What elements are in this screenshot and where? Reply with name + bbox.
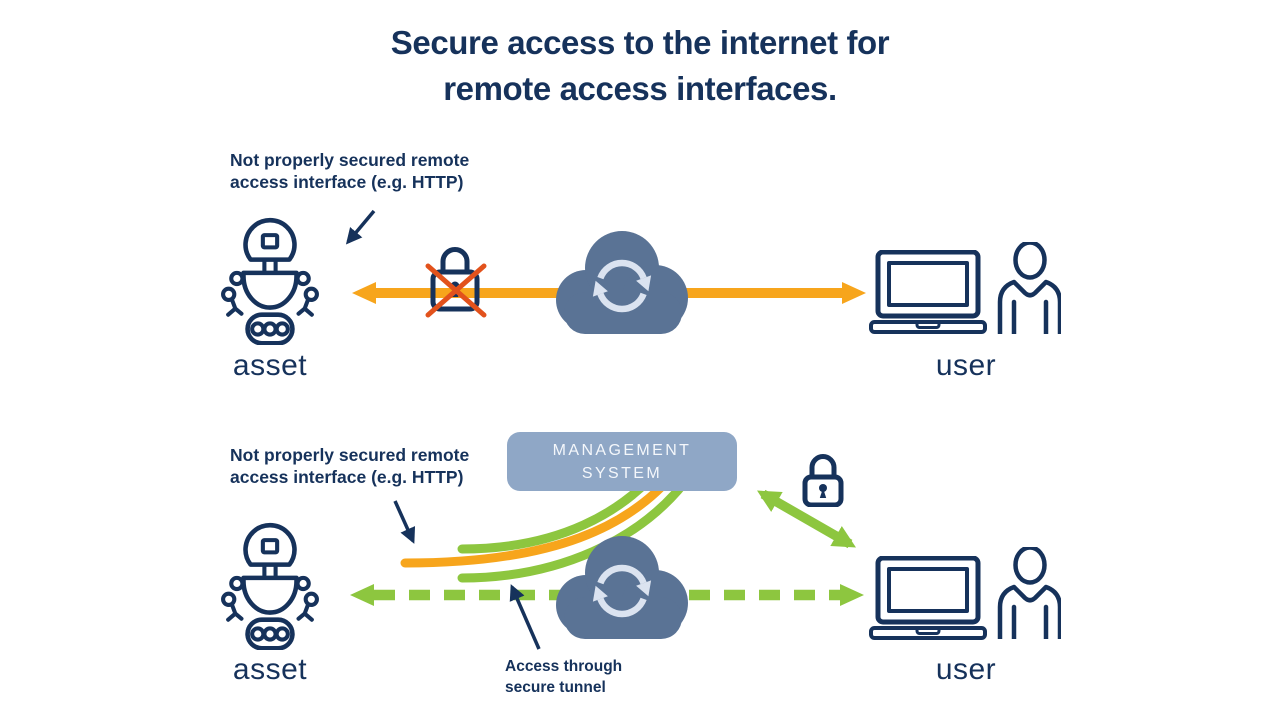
secure-tunnel-annotation-line2: secure tunnel bbox=[505, 678, 606, 696]
laptop-icon bbox=[869, 250, 987, 334]
page-title-line2: remote access interfaces. bbox=[443, 69, 837, 107]
page-title: Secure access to the internet for remote… bbox=[0, 20, 1280, 111]
management-system-box: MANAGEMENT SYSTEM bbox=[507, 432, 737, 491]
secure-tunnel-annotation: Access through secure tunnel bbox=[505, 657, 622, 699]
top-asset-label: asset bbox=[232, 349, 308, 382]
bottom-user-label: user bbox=[935, 653, 997, 686]
laptop-icon bbox=[869, 556, 987, 640]
sync-icon bbox=[592, 564, 652, 618]
cross-out-icon bbox=[425, 263, 487, 318]
person-icon bbox=[997, 547, 1061, 639]
sync-icon bbox=[592, 259, 652, 313]
bottom-asset-label: asset bbox=[232, 653, 308, 686]
lock-icon bbox=[802, 454, 844, 507]
bottom-insecure-annotation-line2: access interface (e.g. HTTP) bbox=[230, 467, 464, 488]
top-user-label: user bbox=[935, 349, 997, 382]
top-insecure-annotation-line1: Not properly secured remote bbox=[230, 150, 470, 170]
management-connection-arrow bbox=[757, 489, 856, 549]
internet-cloud-icon bbox=[556, 231, 688, 334]
bottom-insecure-annotation-line1: Not properly secured remote bbox=[230, 445, 470, 465]
robot-icon bbox=[221, 522, 319, 650]
top-insecure-annotation: Not properly secured remote access inter… bbox=[230, 149, 469, 194]
person-icon bbox=[997, 242, 1061, 334]
secure-tunnel-arrow bbox=[350, 584, 864, 606]
top-annotation-arrow bbox=[345, 209, 376, 245]
page-title-line1: Secure access to the internet for bbox=[390, 24, 890, 61]
management-system-label-line2: SYSTEM bbox=[581, 464, 663, 482]
robot-icon bbox=[221, 217, 319, 345]
bottom-insecure-annotation: Not properly secured remote access inter… bbox=[230, 444, 469, 489]
top-insecure-annotation-line2: access interface (e.g. HTTP) bbox=[230, 172, 464, 193]
tunnel-annotation-arrow bbox=[509, 584, 541, 650]
lock-crossed-icon bbox=[425, 247, 487, 318]
bottom-annotation-arrow bbox=[393, 500, 416, 544]
secure-tunnel-annotation-line1: Access through bbox=[505, 658, 623, 675]
management-system-label-line1: MANAGEMENT bbox=[552, 442, 692, 459]
internet-cloud-icon bbox=[556, 536, 688, 639]
